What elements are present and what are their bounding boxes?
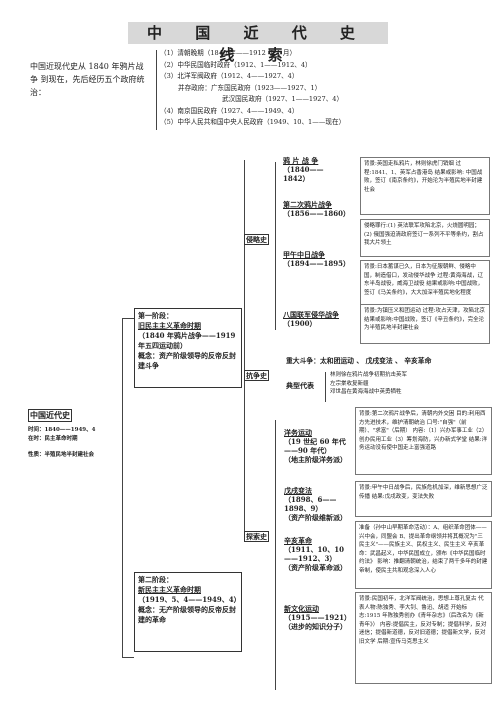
self-strengthening-name: 洋务运动 （19 世纪 60 年代——90 年代） （地主阶级洋务派） (284, 428, 354, 464)
root-block: 中国近代史 时间：1840——1949、4 在时：民主革命时期 性质：半殖民地半… (28, 403, 120, 460)
category-exploration: 探索史 (244, 531, 269, 542)
self-strengthening-tag: （地主阶级洋务派） (284, 455, 347, 464)
stage1-brace (244, 160, 245, 542)
regime-4: （4）南京国民政府（1927、4——1949、4） (160, 106, 299, 115)
war-sino-jp-title: 甲午中日战争 (283, 250, 325, 259)
main-brace (122, 318, 123, 658)
root-qualifier: 在时：民主革命时期 (28, 435, 78, 442)
stage1-title: 第一阶段： (138, 311, 173, 320)
self-strengthening-span: （19 世纪 60 年代——90 年代） (284, 437, 346, 455)
exploration-brace (275, 420, 276, 690)
war-opium-detail: 背景:英国走私鸦片，林则徐虎门销烟 过程:1841、1、英军占香港岛 结果或影响… (360, 157, 490, 215)
brace-top (122, 318, 134, 319)
stage1-box: 第一阶段： 旧民主主义革命时期 （1840 年鸦片战争——1919 年五四运动前… (134, 308, 242, 388)
new-culture-span: （1915——1921） (284, 613, 351, 622)
xinhai-tag: （资产阶级革命派） (284, 563, 347, 572)
war-sino-jp-span: （1894——1895） (283, 259, 350, 268)
stage2-box: 第二阶段： 新民主主义革命时期 （1919、5、4——1949、4） 概念：无产… (134, 572, 242, 652)
xinhai-title: 辛亥革命 (284, 536, 312, 545)
category-aggression: 侵略史 (244, 234, 269, 245)
stage2-span: （1919、5、4——1949、4） (138, 595, 241, 604)
xinhai-name: 辛亥革命 （1911、10、10——1912、3） （资产阶级革命派） (284, 536, 354, 572)
regime-1: （1）清朝晚期（1840 年——1912 年 1 月） (160, 49, 297, 57)
xinhai-span: （1911、10、10——1912、3） (284, 545, 344, 563)
category-resistance: 抗争史 (244, 370, 269, 381)
reform-name: 戊戌变法 （1898、6——1898、9） （资产阶级维新派） (284, 486, 354, 522)
war-opium2-title: 第二次鸦片战争 (283, 200, 332, 209)
stage2-name: 新民主主义革命时期 (138, 585, 201, 594)
war-eight-nation-detail: 背景:为镇压义和团运动 过程:攻占天津，攻陷北京 结果或影响:中国战败，签订《辛… (360, 304, 490, 344)
regime-parallel-2: 武汉国民政府（1927、1——1927、4） (222, 95, 344, 103)
xinhai-detail: 准备（孙中山早期革命活动）：A、组织革命团体——兴中会，同盟会 B、提出革命纲领… (355, 521, 492, 589)
war-opium2-name: 第二次鸦片战争 （1856——1860） (283, 200, 353, 218)
new-culture-name: 新文化运动 （1915——1921） （进步的知识分子） (284, 604, 354, 631)
self-strengthening-title: 洋务运动 (284, 428, 312, 437)
reform-detail: 背景:甲午中日战争后，民族危机加深，维新思想广泛传播 结果:戊戌政变，变法失败 (355, 481, 492, 517)
regime-5: （5）中华人民共和国中央人民政府（1949、10、1——现在） (160, 118, 346, 126)
resistance-people: 林则徐在鸦片战争初期抗击英军 左宗棠收复新疆 邓世昌在黄海海战中英勇牺牲 (330, 371, 500, 397)
stage1-name: 旧民主主义革命时期 (138, 321, 201, 330)
person-2: 左宗棠收复新疆 (330, 380, 369, 387)
reform-title: 戊戌变法 (284, 486, 312, 495)
war-opium-span: （1840——1842） (283, 165, 324, 183)
new-culture-detail: 背景:民国初年，北洋军阀统治，思想上尊孔复古 代表人物:陈独秀、李大钊、鲁迅、胡… (355, 592, 492, 684)
page-title: 中 国 近 代 史 线 索 (128, 22, 388, 64)
person-1: 林则徐在鸦片战争初期抗击英军 (330, 372, 408, 378)
resistance-brace (325, 372, 326, 402)
war-opium-title: 鸦 片 战 争 (283, 156, 319, 165)
resistance-main: 重大斗争：太和团运动 、 戊戌变法 、 辛亥革命 (286, 357, 432, 365)
root-time: 时间：1840——1949、4 (28, 427, 96, 433)
regime-2: （2）中华民国临时政府（1912、1——1912、4） (160, 60, 312, 69)
aggression-brace (275, 162, 276, 330)
new-culture-tag: （进步的知识分子） (284, 622, 347, 631)
war-opium2-detail: 侵略罪行:(1) 英法联军攻陷北京，火烧圆明园；(2) 俄国强迫清政府签订一系列… (360, 219, 490, 257)
person-3: 邓世昌在黄海海战中英勇牺牲 (330, 389, 402, 395)
war-eight-nation-title: 八国联军侵华战争 (283, 310, 339, 319)
war-eight-nation-span: （1900） (283, 319, 317, 328)
root-nature: 性质：半殖民地半封建社会 (28, 452, 95, 458)
war-opium-name: 鸦 片 战 争 （1840——1842） (283, 156, 343, 183)
reform-span: （1898、6——1898、9） (284, 495, 337, 513)
stage1-span: （1840 年鸦片战争——1919 年五四运动前） (138, 331, 236, 350)
war-opium2-span: （1856——1860） (283, 209, 350, 218)
root-title: 中国近代史 (28, 409, 72, 422)
reform-tag: （资产阶级维新派） (284, 513, 347, 522)
brace-bottom (122, 657, 134, 658)
self-strengthening-detail: 背景:第二次鸦片战争后，清朝内外交困 目的:利用西方先进技术，维护清朝统治 口号… (355, 407, 492, 475)
regime-parallel-1: 并存政府：广东国民政府（1923——1927、1） (178, 83, 322, 92)
regime-list: （1）清朝晚期（1840 年——1912 年 1 月） （2）中华民国临时政府（… (160, 48, 490, 129)
war-eight-nation-name: 八国联军侵华战争 （1900） (283, 310, 358, 328)
stage1-desc: 概念：资产阶级领导的反帝反封建斗争 (138, 351, 236, 370)
intro-text: 中国近现代史从 1840 年鸦片战争 到现在，先后经历五个政府统治： (30, 62, 145, 97)
stage2-title: 第二阶段： (138, 575, 173, 584)
regime-3: （3）北洋军阀政府（1912、4——1927、4） (160, 72, 299, 80)
stage2-desc: 概念：无产阶级领导的反帝反封建的革命 (138, 605, 236, 624)
war-sino-jp-name: 甲午中日战争 （1894——1895） (283, 250, 353, 268)
new-culture-title: 新文化运动 (284, 604, 319, 613)
resistance-typical: 典型代表 (286, 381, 314, 390)
regime-brace (156, 50, 157, 130)
